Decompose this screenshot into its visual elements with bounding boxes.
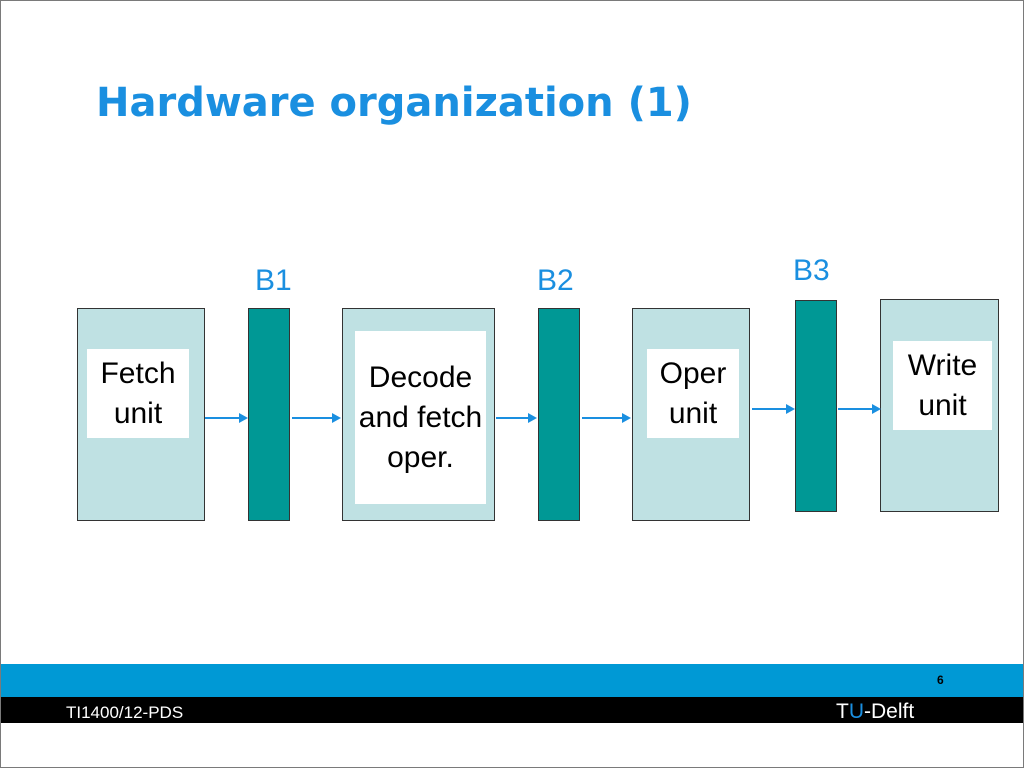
arrow-b3-to-write <box>838 404 881 414</box>
buffer-b2-label: B2 <box>537 264 574 297</box>
oper-unit-label: Oper unit <box>647 349 739 438</box>
page-number: 6 <box>937 673 944 687</box>
buffer-b1 <box>248 308 290 521</box>
slide-title: Hardware organization (1) <box>96 80 692 126</box>
buffer-b3 <box>795 300 837 512</box>
write-unit-label: Write unit <box>893 341 992 430</box>
buffer-b1-label: B1 <box>255 264 292 297</box>
logo-part-t: T <box>836 700 849 723</box>
arrow-fetch-to-b1 <box>205 413 248 423</box>
fetch-unit-label: Fetch unit <box>87 349 189 438</box>
buffer-b3-label: B3 <box>793 254 830 287</box>
logo-part-delft: -Delft <box>864 700 915 723</box>
tu-delft-logo: TU-Delft <box>836 700 914 724</box>
arrow-oper-to-b3 <box>752 404 795 414</box>
arrow-decode-to-b2 <box>496 413 537 423</box>
decode-unit-label: Decode and fetch oper. <box>355 331 486 504</box>
arrow-b1-to-decode <box>292 413 341 423</box>
logo-part-u: U <box>848 700 864 723</box>
footer-bar <box>1 697 1023 723</box>
footer-band <box>1 664 1023 697</box>
buffer-b2 <box>538 308 580 521</box>
course-code: TI1400/12-PDS <box>66 703 184 722</box>
arrow-b2-to-oper <box>582 413 631 423</box>
